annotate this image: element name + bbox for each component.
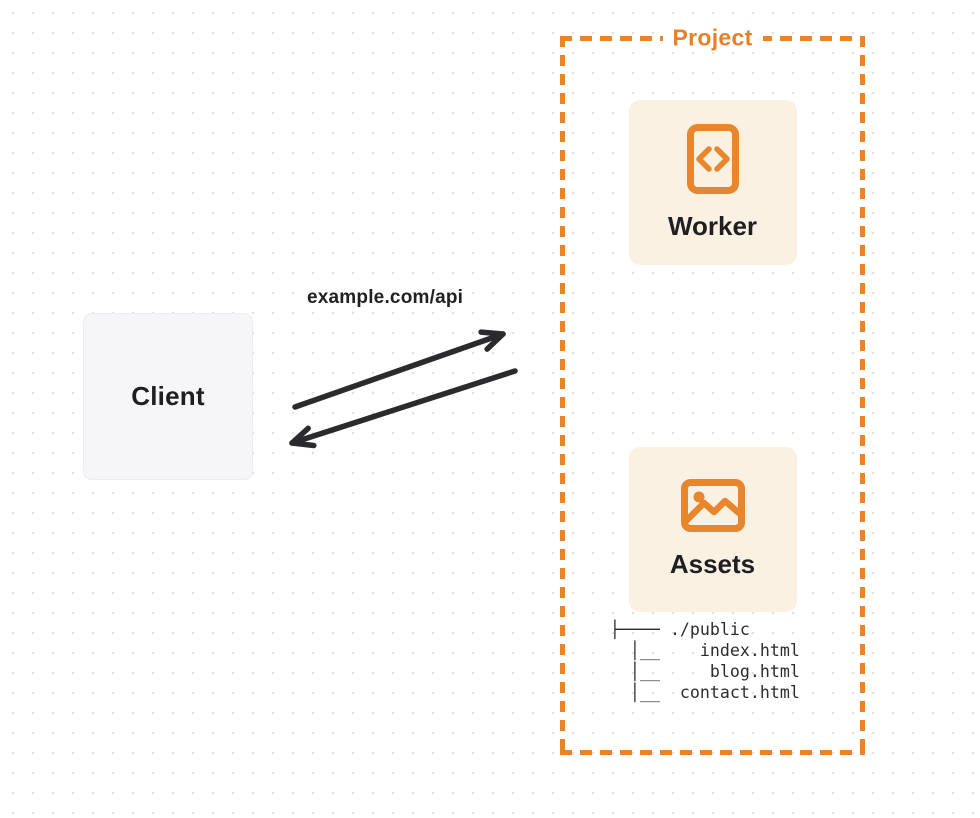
file-tree-line: ├──── ./public: [610, 620, 750, 639]
request-response-arrows: [289, 329, 518, 449]
project-boundary: Project Worker Assets ├──── ./public │__…: [560, 24, 865, 755]
image-icon: [680, 479, 745, 532]
assets-node: Assets: [628, 447, 797, 612]
project-label: Project: [662, 24, 763, 52]
worker-node: Worker: [628, 100, 797, 265]
file-tree-line: │__ index.html: [610, 641, 800, 660]
response-arrow: [289, 368, 518, 449]
assets-label: Assets: [669, 549, 756, 579]
request-arrow: [292, 329, 506, 410]
file-tree-line: │__ blog.html: [610, 662, 800, 681]
code-file-icon: [686, 123, 739, 194]
request-url-label: example.com/api: [307, 287, 464, 308]
file-tree: ├──── ./public │__ index.html │__ blog.h…: [610, 619, 800, 703]
worker-label: Worker: [667, 210, 758, 241]
file-tree-line: │__ contact.html: [610, 683, 800, 702]
client-node: Client: [83, 313, 253, 480]
client-label: Client: [131, 381, 205, 411]
